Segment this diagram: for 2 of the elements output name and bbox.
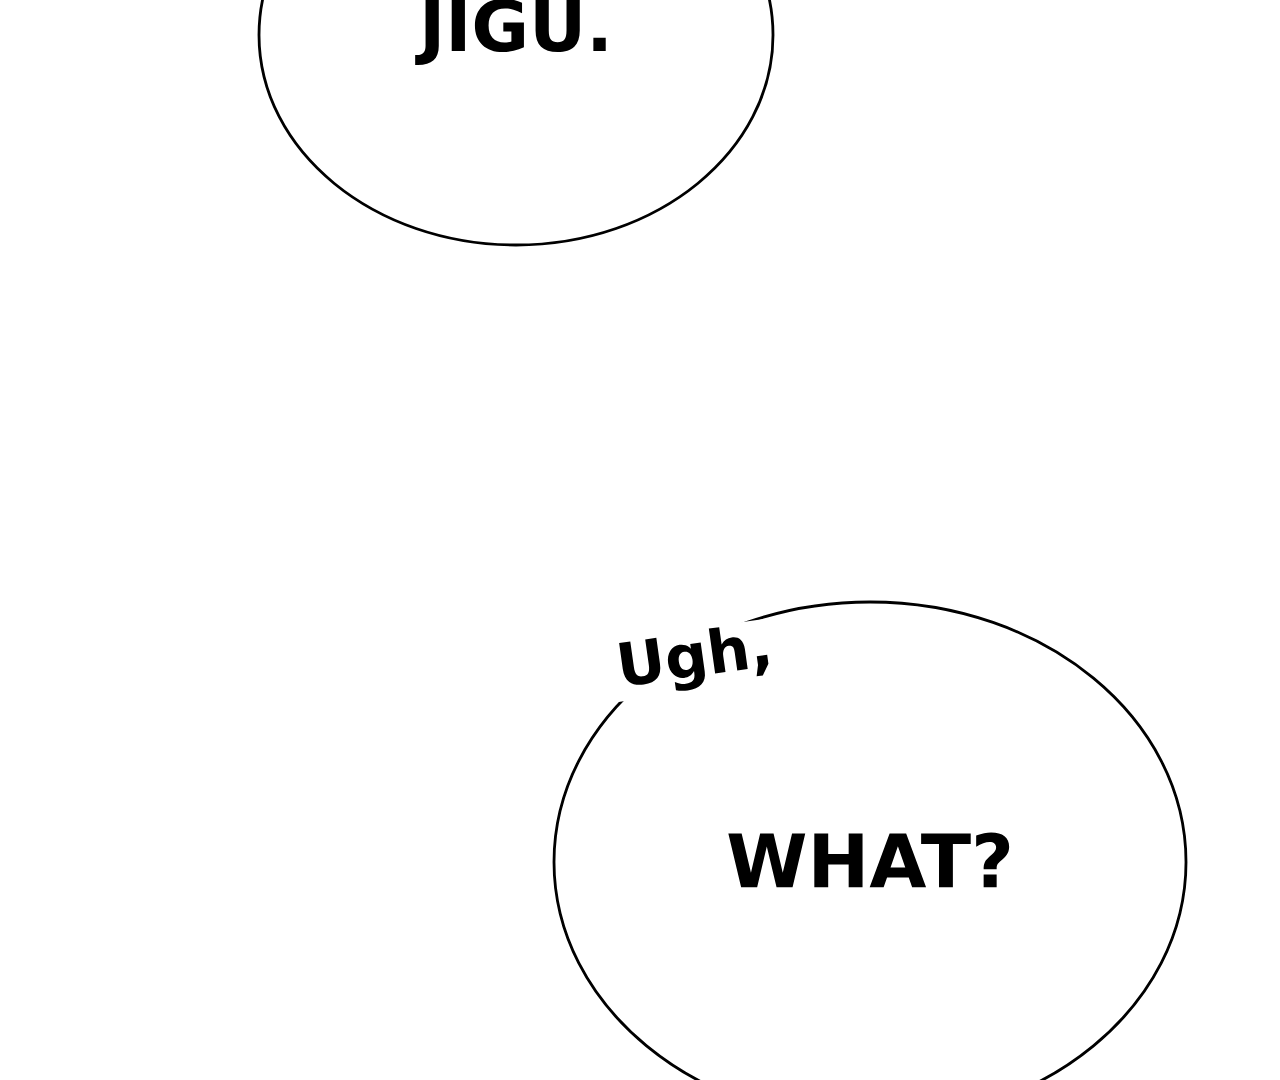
heading-text: Ugh,	[606, 617, 784, 703]
speech-text: WHAT?	[728, 832, 1010, 888]
